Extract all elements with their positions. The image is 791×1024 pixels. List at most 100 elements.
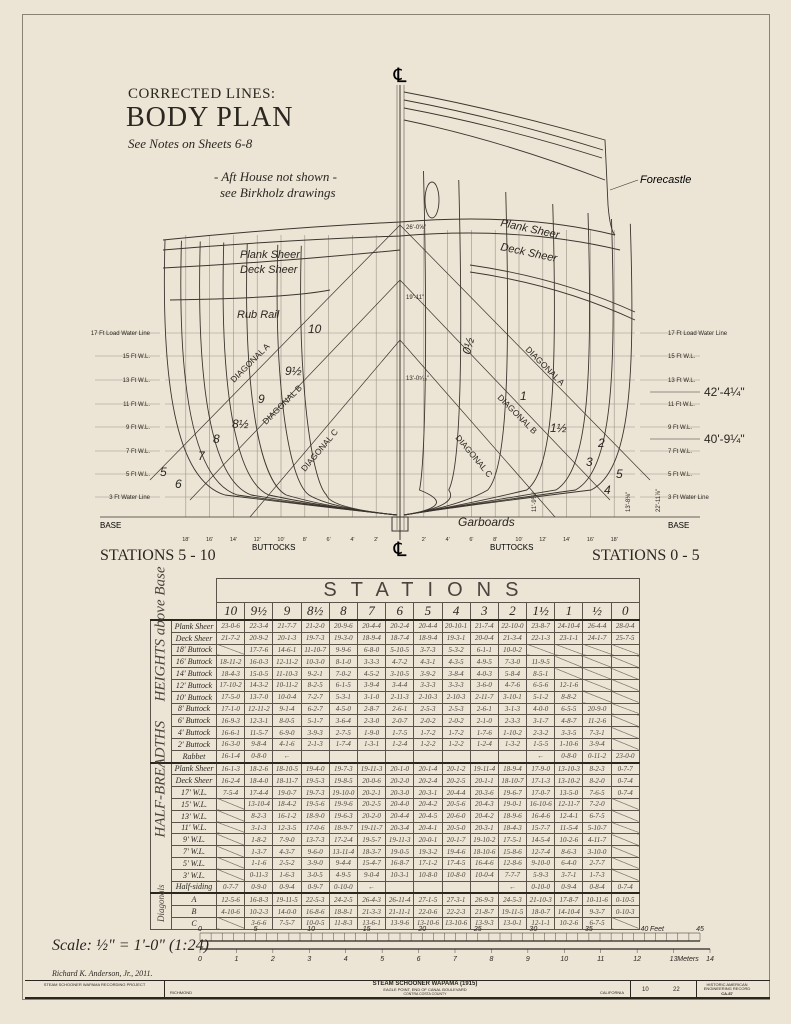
- buttock-tick-label: 12': [539, 537, 546, 543]
- offset-cell: 28-0-4: [610, 618, 640, 633]
- buttock-tick-label: 4': [446, 537, 450, 543]
- offset-cell: 17-4-5: [441, 856, 471, 870]
- label-rub-rail: Rub Rail: [237, 309, 280, 321]
- offset-cell: 6-8-0: [356, 643, 387, 657]
- offset-cell: [469, 749, 499, 764]
- offset-cell: 8-5-1: [526, 667, 556, 680]
- scale-meter-tick: 7: [453, 956, 458, 963]
- offset-cell: 16-3-0: [215, 737, 246, 751]
- project-name: STEAM SCHOONER WAPAMA RECORDING PROJECT: [25, 981, 165, 997]
- offset-cell: 19-3-2: [413, 845, 443, 858]
- scale-meter-tick: 0: [198, 956, 202, 963]
- station-curve-aft: [276, 244, 398, 516]
- row-label: A: [171, 892, 217, 907]
- offset-cell: [582, 690, 612, 704]
- station-label: 9: [258, 392, 265, 406]
- waterline-label-right: 7 Ft W.L.: [668, 449, 692, 455]
- station-number: 3: [469, 602, 499, 621]
- offset-cell: 3-9-2: [413, 667, 443, 680]
- offset-cell: [215, 797, 246, 811]
- offset-cell: 0-11-3: [244, 868, 274, 882]
- row-label: 11' W.L.: [171, 821, 217, 835]
- offset-cell: 18-11-7: [272, 774, 302, 788]
- offset-cell: 27-1-5: [413, 892, 443, 907]
- offset-cell: 10-8-0: [441, 868, 471, 882]
- offset-cell: 2-8-7: [356, 702, 387, 716]
- offset-cell: 20-3-6: [469, 786, 499, 799]
- offset-cell: 9-2-1: [300, 667, 330, 680]
- offset-cell: [582, 678, 612, 692]
- offset-cell: 20-4-3: [469, 797, 499, 811]
- offset-cell: 4-8-7: [554, 714, 584, 728]
- offset-cell: 4-9-5: [469, 655, 499, 669]
- offset-cell: 10-2-3: [244, 905, 274, 918]
- dim-11ft: 11'-9¼": [532, 492, 538, 512]
- label-stations-0-5: STATIONS 0 - 5: [592, 547, 700, 564]
- offset-cell: 0-9-4: [554, 880, 584, 894]
- row-label: 14' Buttock: [171, 667, 217, 680]
- offset-cell: 20-5-0: [441, 821, 471, 835]
- offset-cell: 20-1-2: [441, 761, 471, 776]
- offset-cell: 21-8-7: [469, 905, 499, 918]
- offset-cell: 3-7-1: [554, 868, 584, 882]
- row-label: 18' Buttock: [171, 643, 217, 657]
- row-label: 6' Buttock: [171, 714, 217, 728]
- offset-cell: 27-3-1: [441, 892, 471, 907]
- row-label: 5' W.L.: [171, 856, 217, 870]
- offset-cell: 3-0-5: [300, 868, 330, 882]
- offset-cell: [441, 880, 471, 894]
- scale-feet-tick: 30: [529, 926, 537, 933]
- offset-cell: 20-2-5: [441, 774, 471, 788]
- label-forecastle: Forecastle: [640, 174, 691, 186]
- offset-cell: 14-3-2: [244, 678, 274, 692]
- offset-cell: 19-10-0: [328, 786, 358, 799]
- offset-cell: 18-2-6: [244, 761, 274, 776]
- offset-cell: 20-4-4: [413, 618, 443, 633]
- scale-meter-tick: 5: [380, 956, 384, 963]
- offset-cell: 2-7-5: [328, 726, 358, 739]
- offset-cell: 12-11-7: [554, 797, 584, 811]
- offset-cell: 20-4-5: [413, 809, 443, 823]
- offset-cell: 11-9-5: [526, 655, 556, 669]
- offset-cell: 13-0-1: [497, 916, 528, 930]
- scale-feet-tick: 45: [696, 926, 704, 933]
- offset-cell: 10-3-1: [385, 868, 415, 882]
- offset-cell: 0-8-4: [582, 880, 612, 894]
- offset-cell: 20-3-4: [385, 821, 415, 835]
- offset-cell: 1-9-0: [356, 726, 387, 739]
- offset-cell: 0-8-0: [244, 749, 274, 764]
- offset-cell: 9-9-6: [328, 643, 358, 657]
- label-base-right: BASE: [668, 521, 689, 530]
- dim-13ft-8: 13'-8⅛": [626, 492, 632, 512]
- offset-cell: 5-10-7: [582, 821, 612, 835]
- scale-meter-tick: 13: [670, 956, 678, 963]
- offset-cell: 20-2-5: [356, 797, 387, 811]
- label-diagonal-a-right: DIAGONAL A: [524, 344, 567, 387]
- stations-header: STATIONS: [216, 578, 640, 603]
- offset-cell: [526, 643, 556, 657]
- offset-cell: 21-3-4: [497, 631, 528, 645]
- station-number: 5: [413, 602, 443, 621]
- buttock-tick-label: 2': [422, 537, 426, 543]
- row-label: 7' W.L.: [171, 845, 217, 858]
- offset-cell: 16-8-7: [385, 856, 415, 870]
- station-label: 10: [308, 322, 322, 336]
- offset-cell: 20-4-2: [469, 809, 499, 823]
- station-number: 9½: [244, 602, 274, 621]
- offset-cell: 16-0-3: [244, 655, 274, 669]
- scale-meter-tick: 10: [560, 956, 568, 963]
- offset-cell: 8-8-2: [554, 690, 584, 704]
- offset-cell: 13-7-0: [244, 690, 274, 704]
- offset-cell: 2-11-3: [385, 690, 415, 704]
- label-buttocks-left: BUTTOCKS: [252, 543, 295, 552]
- label-deck-sheer-right: Deck Sheer: [499, 241, 559, 265]
- scale-meter-tick: 3: [307, 956, 311, 963]
- offset-cell: 15-7-7: [526, 821, 556, 835]
- offset-cell: [215, 868, 246, 882]
- offset-cell: 16-4-6: [469, 856, 499, 870]
- waterline-label-left: 15 Ft W.L.: [123, 354, 151, 360]
- offset-cell: 1-7-3: [582, 868, 612, 882]
- scale-meter-unit: Meters: [677, 956, 699, 963]
